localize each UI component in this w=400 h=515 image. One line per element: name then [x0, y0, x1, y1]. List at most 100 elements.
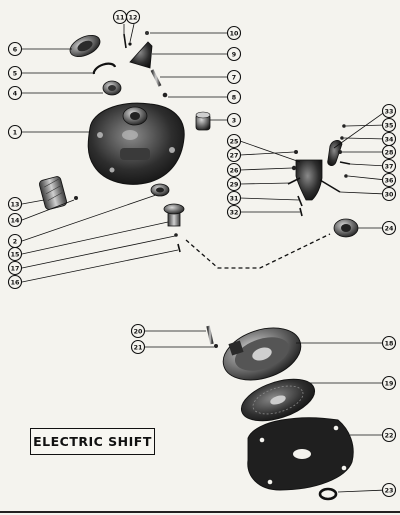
svg-text:32: 32	[230, 209, 239, 216]
callout-33: 33	[381, 103, 397, 119]
callout-13: 13	[7, 196, 23, 212]
diagram-title: ELECTRIC SHIFT	[30, 428, 155, 455]
part-pin-32	[299, 207, 303, 217]
svg-text:7: 7	[232, 74, 236, 81]
callout-1: 1	[7, 124, 23, 140]
svg-text:3: 3	[232, 117, 236, 124]
callout-15: 15	[7, 246, 23, 262]
callout-17: 17	[7, 260, 23, 276]
svg-text:30: 30	[385, 191, 394, 198]
svg-text:23: 23	[385, 487, 394, 494]
callout-22: 22	[381, 427, 397, 443]
part-nut-8	[162, 92, 168, 98]
svg-text:27: 27	[230, 152, 239, 159]
callout-14: 14	[7, 212, 23, 228]
part-clip-36	[344, 174, 348, 178]
svg-text:1: 1	[13, 129, 17, 136]
svg-text:12: 12	[129, 14, 138, 21]
callout-6: 6	[7, 41, 23, 57]
callout-11: 11	[112, 9, 128, 25]
part-shift-fork-25	[295, 159, 323, 201]
callout-24: 24	[381, 220, 397, 236]
callout-12: 12	[125, 9, 141, 25]
callout-18: 18	[381, 335, 397, 351]
svg-text:8: 8	[232, 94, 236, 101]
svg-text:31: 31	[230, 195, 239, 202]
part-screw-10	[145, 31, 149, 35]
svg-text:20: 20	[134, 328, 143, 335]
svg-text:29: 29	[230, 181, 239, 188]
part-bushing-3	[195, 111, 211, 131]
part-rod-30	[319, 179, 341, 193]
svg-text:18: 18	[385, 340, 394, 347]
callout-31: 31	[226, 190, 242, 206]
svg-text:4: 4	[13, 90, 18, 97]
callout-30: 30	[381, 186, 397, 202]
callout-2: 2	[7, 233, 23, 249]
svg-text:36: 36	[385, 177, 394, 184]
callout-19: 19	[381, 375, 397, 391]
callout-16: 16	[7, 274, 23, 290]
svg-text:13: 13	[11, 201, 20, 208]
leader-lines	[21, 23, 387, 493]
part-lever-9	[129, 41, 153, 69]
part-stud-7	[150, 69, 162, 87]
callout-10: 10	[226, 25, 242, 41]
svg-text:9: 9	[232, 51, 236, 58]
routing-dashed-line	[185, 233, 331, 269]
svg-text:37: 37	[385, 163, 394, 170]
part-clutch-housing-18	[222, 327, 302, 381]
callout-7: 7	[226, 69, 242, 85]
svg-text:10: 10	[230, 30, 239, 37]
callout-9: 9	[226, 46, 242, 62]
callout-23: 23	[381, 482, 397, 498]
callout-36: 36	[381, 172, 397, 188]
part-clutch-disc-19	[240, 378, 316, 422]
part-snap-ring-5	[92, 62, 117, 75]
part-washer-34	[340, 136, 344, 140]
part-washer-12	[128, 42, 132, 46]
svg-text:22: 22	[385, 432, 394, 439]
svg-text:5: 5	[13, 70, 17, 77]
callout-29: 29	[226, 176, 242, 192]
callout-27: 27	[226, 147, 242, 163]
callout-32: 32	[226, 204, 242, 220]
part-washer-27	[294, 150, 298, 154]
callout-26: 26	[226, 162, 242, 178]
part-seal-6	[69, 35, 101, 57]
part-bolt-31	[297, 195, 303, 207]
svg-text:21: 21	[134, 344, 143, 351]
part-pin-16	[177, 243, 181, 253]
svg-text:19: 19	[385, 380, 394, 387]
svg-text:24: 24	[385, 225, 394, 232]
bottom-divider	[0, 511, 400, 513]
part-nut-28	[338, 150, 342, 154]
part-washer-21	[214, 344, 218, 348]
svg-text:6: 6	[13, 46, 18, 53]
part-link-33	[327, 140, 343, 166]
callout-3: 3	[226, 112, 242, 128]
part-gasket-22	[247, 417, 354, 491]
part-pin-11	[123, 33, 127, 49]
callout-21: 21	[130, 339, 146, 355]
callout-8: 8	[226, 89, 242, 105]
part-o-ring-23	[318, 487, 338, 501]
callout-35: 35	[381, 117, 397, 133]
callout-4: 4	[7, 85, 23, 101]
part-filter-13	[38, 176, 68, 210]
part-coupler-15	[163, 203, 185, 227]
svg-text:33: 33	[385, 108, 394, 115]
part-housing-1	[87, 102, 185, 185]
callout-34: 34	[381, 131, 397, 147]
svg-text:16: 16	[11, 279, 20, 286]
part-clip-14	[74, 196, 78, 200]
svg-text:26: 26	[230, 167, 239, 174]
part-nut-26	[291, 165, 297, 171]
svg-text:34: 34	[385, 136, 394, 143]
part-bolt-20	[206, 325, 214, 345]
svg-text:35: 35	[385, 122, 394, 129]
part-pin-37	[339, 161, 351, 165]
callout-20: 20	[130, 323, 146, 339]
svg-text:15: 15	[11, 251, 20, 258]
